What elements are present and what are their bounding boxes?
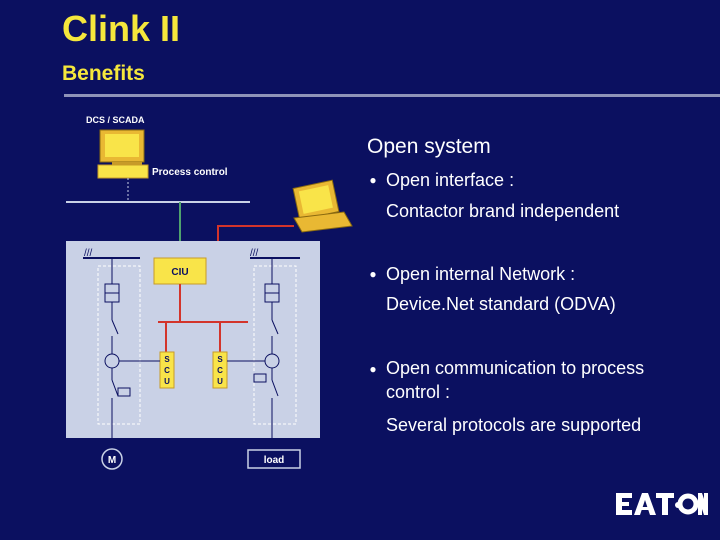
slide-subtitle: Benefits bbox=[62, 62, 145, 85]
section-heading: Open system bbox=[367, 135, 491, 158]
left-starter-circuit bbox=[104, 258, 160, 453]
motor-label: M bbox=[108, 455, 116, 466]
bullet-dot: ● bbox=[369, 173, 377, 187]
process-control-label: Process control bbox=[152, 167, 228, 178]
ciu-box bbox=[153, 257, 207, 285]
scu-right-box: S C U bbox=[212, 351, 228, 389]
eaton-logo bbox=[616, 491, 708, 524]
bullet-open-communication: Open communication to process control : bbox=[386, 358, 645, 402]
bullet-open-internal-network: Open internal Network : bbox=[386, 264, 576, 284]
bullet-sub-devicenet: Device.Net standard (ODVA) bbox=[386, 294, 616, 314]
motor-icon: M bbox=[101, 448, 123, 470]
slide-title: Clink II bbox=[62, 8, 181, 49]
bullet-dot: ● bbox=[369, 362, 377, 376]
laptop-icon bbox=[292, 179, 353, 233]
network-diagram: DCS / SCADA Process control /// /// CIU … bbox=[66, 115, 353, 470]
dcs-computer-icon bbox=[99, 129, 145, 165]
svg-text:S: S bbox=[217, 355, 223, 364]
svg-text:U: U bbox=[164, 377, 170, 386]
load-box: load bbox=[247, 449, 301, 469]
process-control-bar bbox=[97, 164, 149, 179]
svg-text:///: /// bbox=[84, 248, 93, 259]
dcs-scada-label: DCS / SCADA bbox=[86, 115, 145, 125]
title-divider bbox=[64, 94, 720, 97]
svg-text:C: C bbox=[164, 366, 170, 375]
bullet-sub-contactor: Contactor brand independent bbox=[386, 201, 620, 221]
svg-text:S: S bbox=[164, 355, 170, 364]
ciu-label: CIU bbox=[171, 267, 188, 278]
bullet-open-interface: Open interface : bbox=[386, 170, 515, 190]
right-starter-circuit bbox=[227, 258, 280, 450]
svg-text:U: U bbox=[217, 377, 223, 386]
svg-text:///: /// bbox=[250, 248, 259, 259]
scu-left-box: S C U bbox=[159, 351, 175, 389]
load-label: load bbox=[264, 455, 285, 466]
bullet-sub-protocols: Several protocols are supported bbox=[386, 415, 642, 435]
svg-text:C: C bbox=[217, 366, 223, 375]
bullet-dot: ● bbox=[369, 267, 377, 281]
